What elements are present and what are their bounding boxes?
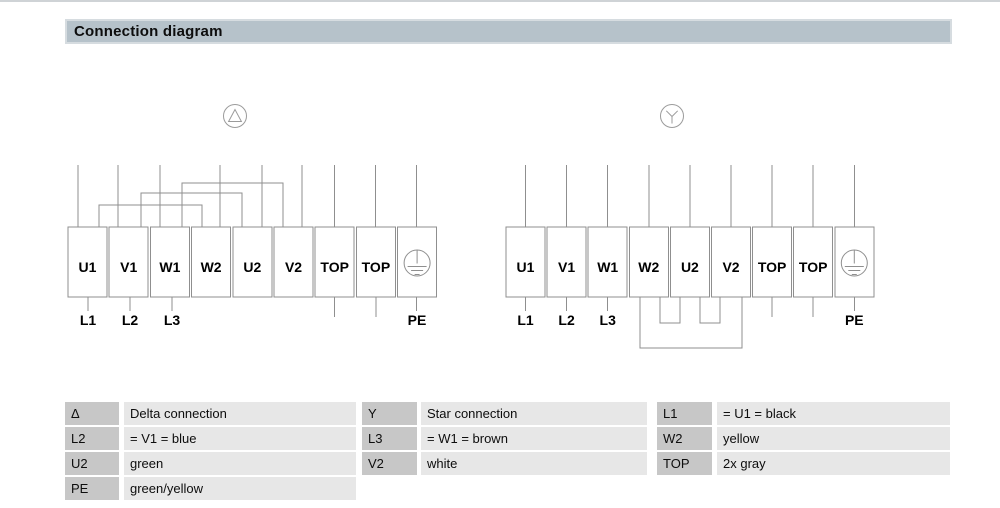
legend-key: PE	[65, 477, 119, 500]
legend-value: = V1 = blue	[124, 427, 356, 450]
phase-label: L1	[517, 312, 534, 328]
delta-jumper-links	[98, 182, 284, 227]
terminal-label: TOP	[758, 259, 787, 275]
bottom-stubs	[87, 297, 417, 317]
legend-key: Y	[362, 402, 417, 425]
legend-value: = W1 = brown	[421, 427, 647, 450]
legend-key: U2	[65, 452, 119, 475]
terminal-label: U2	[243, 259, 261, 275]
terminal-label: W2	[638, 259, 659, 275]
terminal-label: V2	[285, 259, 302, 275]
legend-key: L2	[65, 427, 119, 450]
delta-connection-diagram: U1 V1 W1 W2 U2 V2 TOP TOP	[60, 100, 450, 340]
terminal-label: V2	[722, 259, 739, 275]
phase-label: L3	[164, 312, 181, 328]
terminal-label: W1	[597, 259, 618, 275]
legend-value: green/yellow	[124, 477, 356, 500]
terminal-label: W2	[201, 259, 222, 275]
section-title: Connection diagram	[74, 23, 223, 40]
terminal-label: W1	[159, 259, 180, 275]
legend-key: L3	[362, 427, 417, 450]
star-symbol-icon	[660, 104, 684, 128]
legend-key: W2	[657, 427, 712, 450]
phase-label: L3	[600, 312, 617, 328]
terminal-label: U1	[79, 259, 97, 275]
terminal-label: U2	[681, 259, 699, 275]
terminal-label: U1	[517, 259, 535, 275]
legend-value: = U1 = black	[717, 402, 950, 425]
terminal-label: V1	[558, 259, 575, 275]
pe-ground-icon	[403, 249, 431, 277]
legend-value: Star connection	[421, 402, 647, 425]
delta-symbol-icon	[223, 104, 247, 128]
legend-value: green	[124, 452, 356, 475]
phase-label: L2	[122, 312, 139, 328]
section-header: Connection diagram	[65, 19, 952, 44]
star-point-jumper-links	[639, 297, 743, 349]
pe-ground-icon	[840, 249, 868, 277]
bottom-stubs	[525, 297, 855, 317]
legend-value: 2x gray	[717, 452, 950, 475]
legend-value: yellow	[717, 427, 950, 450]
supply-lines	[525, 165, 855, 227]
terminal-block	[67, 226, 438, 298]
legend-key: L1	[657, 402, 712, 425]
pe-label: PE	[845, 312, 864, 328]
top-divider	[0, 0, 1000, 2]
terminal-label: TOP	[320, 259, 349, 275]
star-connection-diagram: U1 V1 W1 W2 U2 V2 TOP TOP	[500, 100, 890, 360]
legend-key: Δ	[65, 402, 119, 425]
terminal-block	[505, 226, 875, 298]
phase-label: L2	[558, 312, 575, 328]
terminal-label: TOP	[362, 259, 391, 275]
pe-label: PE	[408, 312, 427, 328]
legend-value: Delta connection	[124, 402, 356, 425]
phase-label: L1	[80, 312, 97, 328]
legend-key: TOP	[657, 452, 712, 475]
terminal-label: TOP	[799, 259, 828, 275]
legend-value: white	[421, 452, 647, 475]
legend-key: V2	[362, 452, 417, 475]
terminal-label: V1	[120, 259, 137, 275]
supply-lines	[77, 165, 417, 227]
